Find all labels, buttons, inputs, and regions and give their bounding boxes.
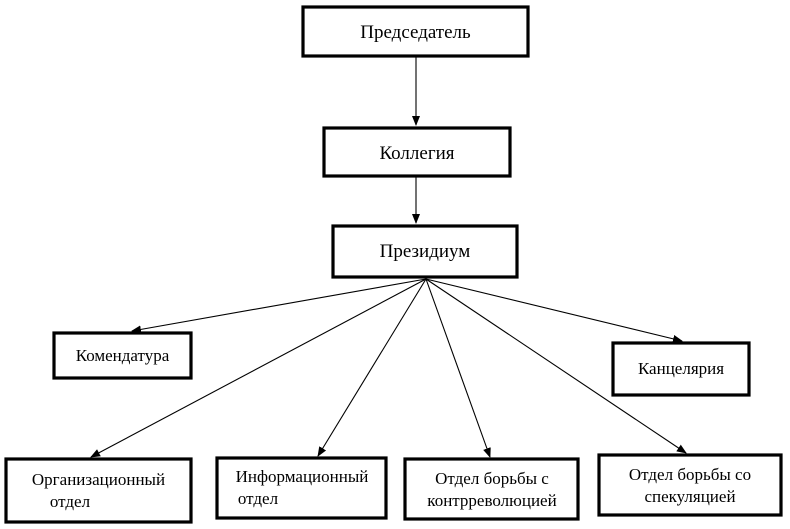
node-org-dept-label-line1: Организационный [32, 470, 165, 489]
node-collegium-label: Коллегия [379, 143, 454, 164]
node-commandant-label: Комендатура [76, 346, 170, 365]
edge-presidium-org-dept [90, 278, 427, 458]
node-counterrev-dept: Отдел борьбы с контрреволюцией [403, 457, 580, 521]
node-counterrev-dept-label-line2: контрреволюцией [427, 491, 556, 510]
node-chancellery-label: Канцелярия [638, 359, 724, 378]
edge-presidium-speculation-dept [425, 278, 687, 454]
node-speculation-dept: Отдел борьбы со спекуляцией [597, 453, 783, 517]
node-chancellery: Канцелярия [611, 341, 751, 397]
node-info-dept-label-line1: Информационный [236, 467, 369, 486]
node-chairman-label: Председатель [360, 22, 471, 43]
edge-presidium-counterrev-dept [425, 278, 491, 458]
edge-presidium-commandant [131, 278, 427, 334]
node-chairman: Председатель [301, 5, 530, 58]
node-collegium: Коллегия [322, 126, 512, 178]
node-org-dept: Организационный отдел [4, 457, 193, 524]
node-speculation-dept-label-line2: спекуляцией [644, 487, 735, 506]
node-presidium-label: Президиум [380, 241, 471, 262]
node-presidium: Президиум [331, 224, 519, 279]
node-commandant: Комендатура [52, 331, 193, 380]
node-counterrev-dept-label-line1: Отдел борьбы с [435, 469, 549, 488]
edge-presidium-chancellery [425, 278, 683, 343]
node-info-dept: Информационный отдел [215, 456, 388, 520]
node-info-dept-label-line2: отдел [238, 489, 279, 508]
edges [90, 57, 687, 458]
node-speculation-dept-label-line1: Отдел борьбы со [629, 465, 751, 484]
node-org-dept-label-line2: отдел [50, 492, 91, 511]
edge-presidium-info-dept [317, 278, 427, 457]
